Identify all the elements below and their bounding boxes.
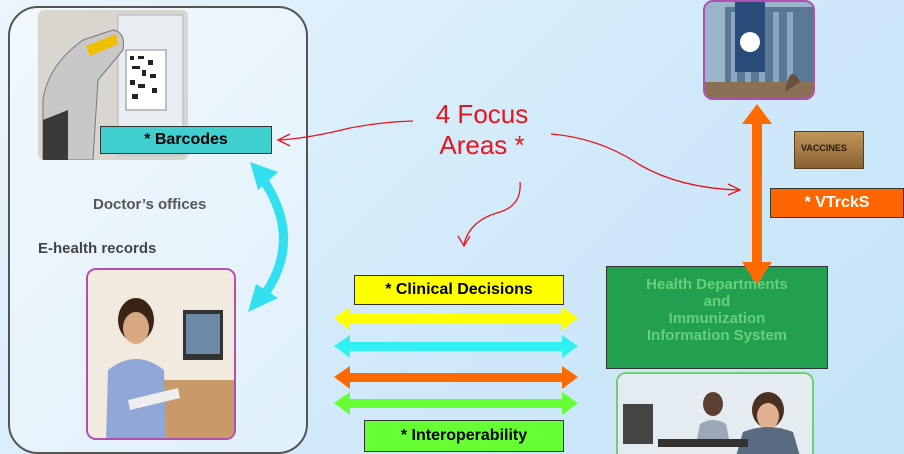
orange-horizontal-arrow (334, 366, 578, 389)
vtrcks-label: * VTrckS (770, 188, 904, 218)
focus-title-line-2: Areas * (439, 130, 525, 160)
barcodes-label: * Barcodes (100, 126, 272, 154)
health-dept-line-2: and (703, 293, 731, 310)
vtrcks-label-text: * VTrckS (804, 194, 870, 211)
orange-vertical-arrow (742, 104, 772, 284)
focus-title-line-1: 4 Focus (435, 99, 529, 129)
barcodes-label-text: * Barcodes (144, 131, 228, 148)
vaccines-box-image: VACCINES (794, 131, 864, 169)
red-pointer-to-clinical (457, 181, 521, 248)
interoperability-text: * Interoperability (400, 427, 528, 444)
nurse-computer-graphic (88, 270, 234, 438)
cdc-building-graphic (705, 2, 813, 98)
green-horizontal-arrow (334, 392, 578, 415)
health-dept-line-3: Immunization (668, 310, 766, 327)
vaccines-box-text: VACCINES (801, 143, 847, 153)
clinical-decisions-label: * Clinical Decisions (354, 275, 564, 305)
health-dept-line-1: Health Departments (646, 276, 788, 293)
clinical-decisions-text: * Clinical Decisions (385, 281, 533, 298)
red-pointer-to-barcodes (276, 120, 414, 147)
nurse-computer-image (86, 268, 236, 440)
health-departments-box: Health Departments and Immunization Info… (606, 266, 828, 369)
cyan-horizontal-arrow (334, 335, 578, 358)
ehealth-records-label: E-health records (38, 240, 157, 257)
office-workers-image (616, 372, 814, 454)
red-pointer-to-vtrcks (550, 133, 742, 196)
doctors-offices-label: Doctor’s offices (93, 196, 207, 213)
cyan-curved-arrow (248, 162, 288, 312)
focus-areas-title: 4 Focus Areas * (413, 99, 551, 161)
office-workers-graphic (618, 374, 812, 454)
cdc-building-image (703, 0, 815, 100)
interoperability-label: * Interoperability (364, 420, 564, 452)
health-dept-line-4: Information System (646, 327, 788, 344)
yellow-horizontal-arrow (334, 307, 578, 330)
